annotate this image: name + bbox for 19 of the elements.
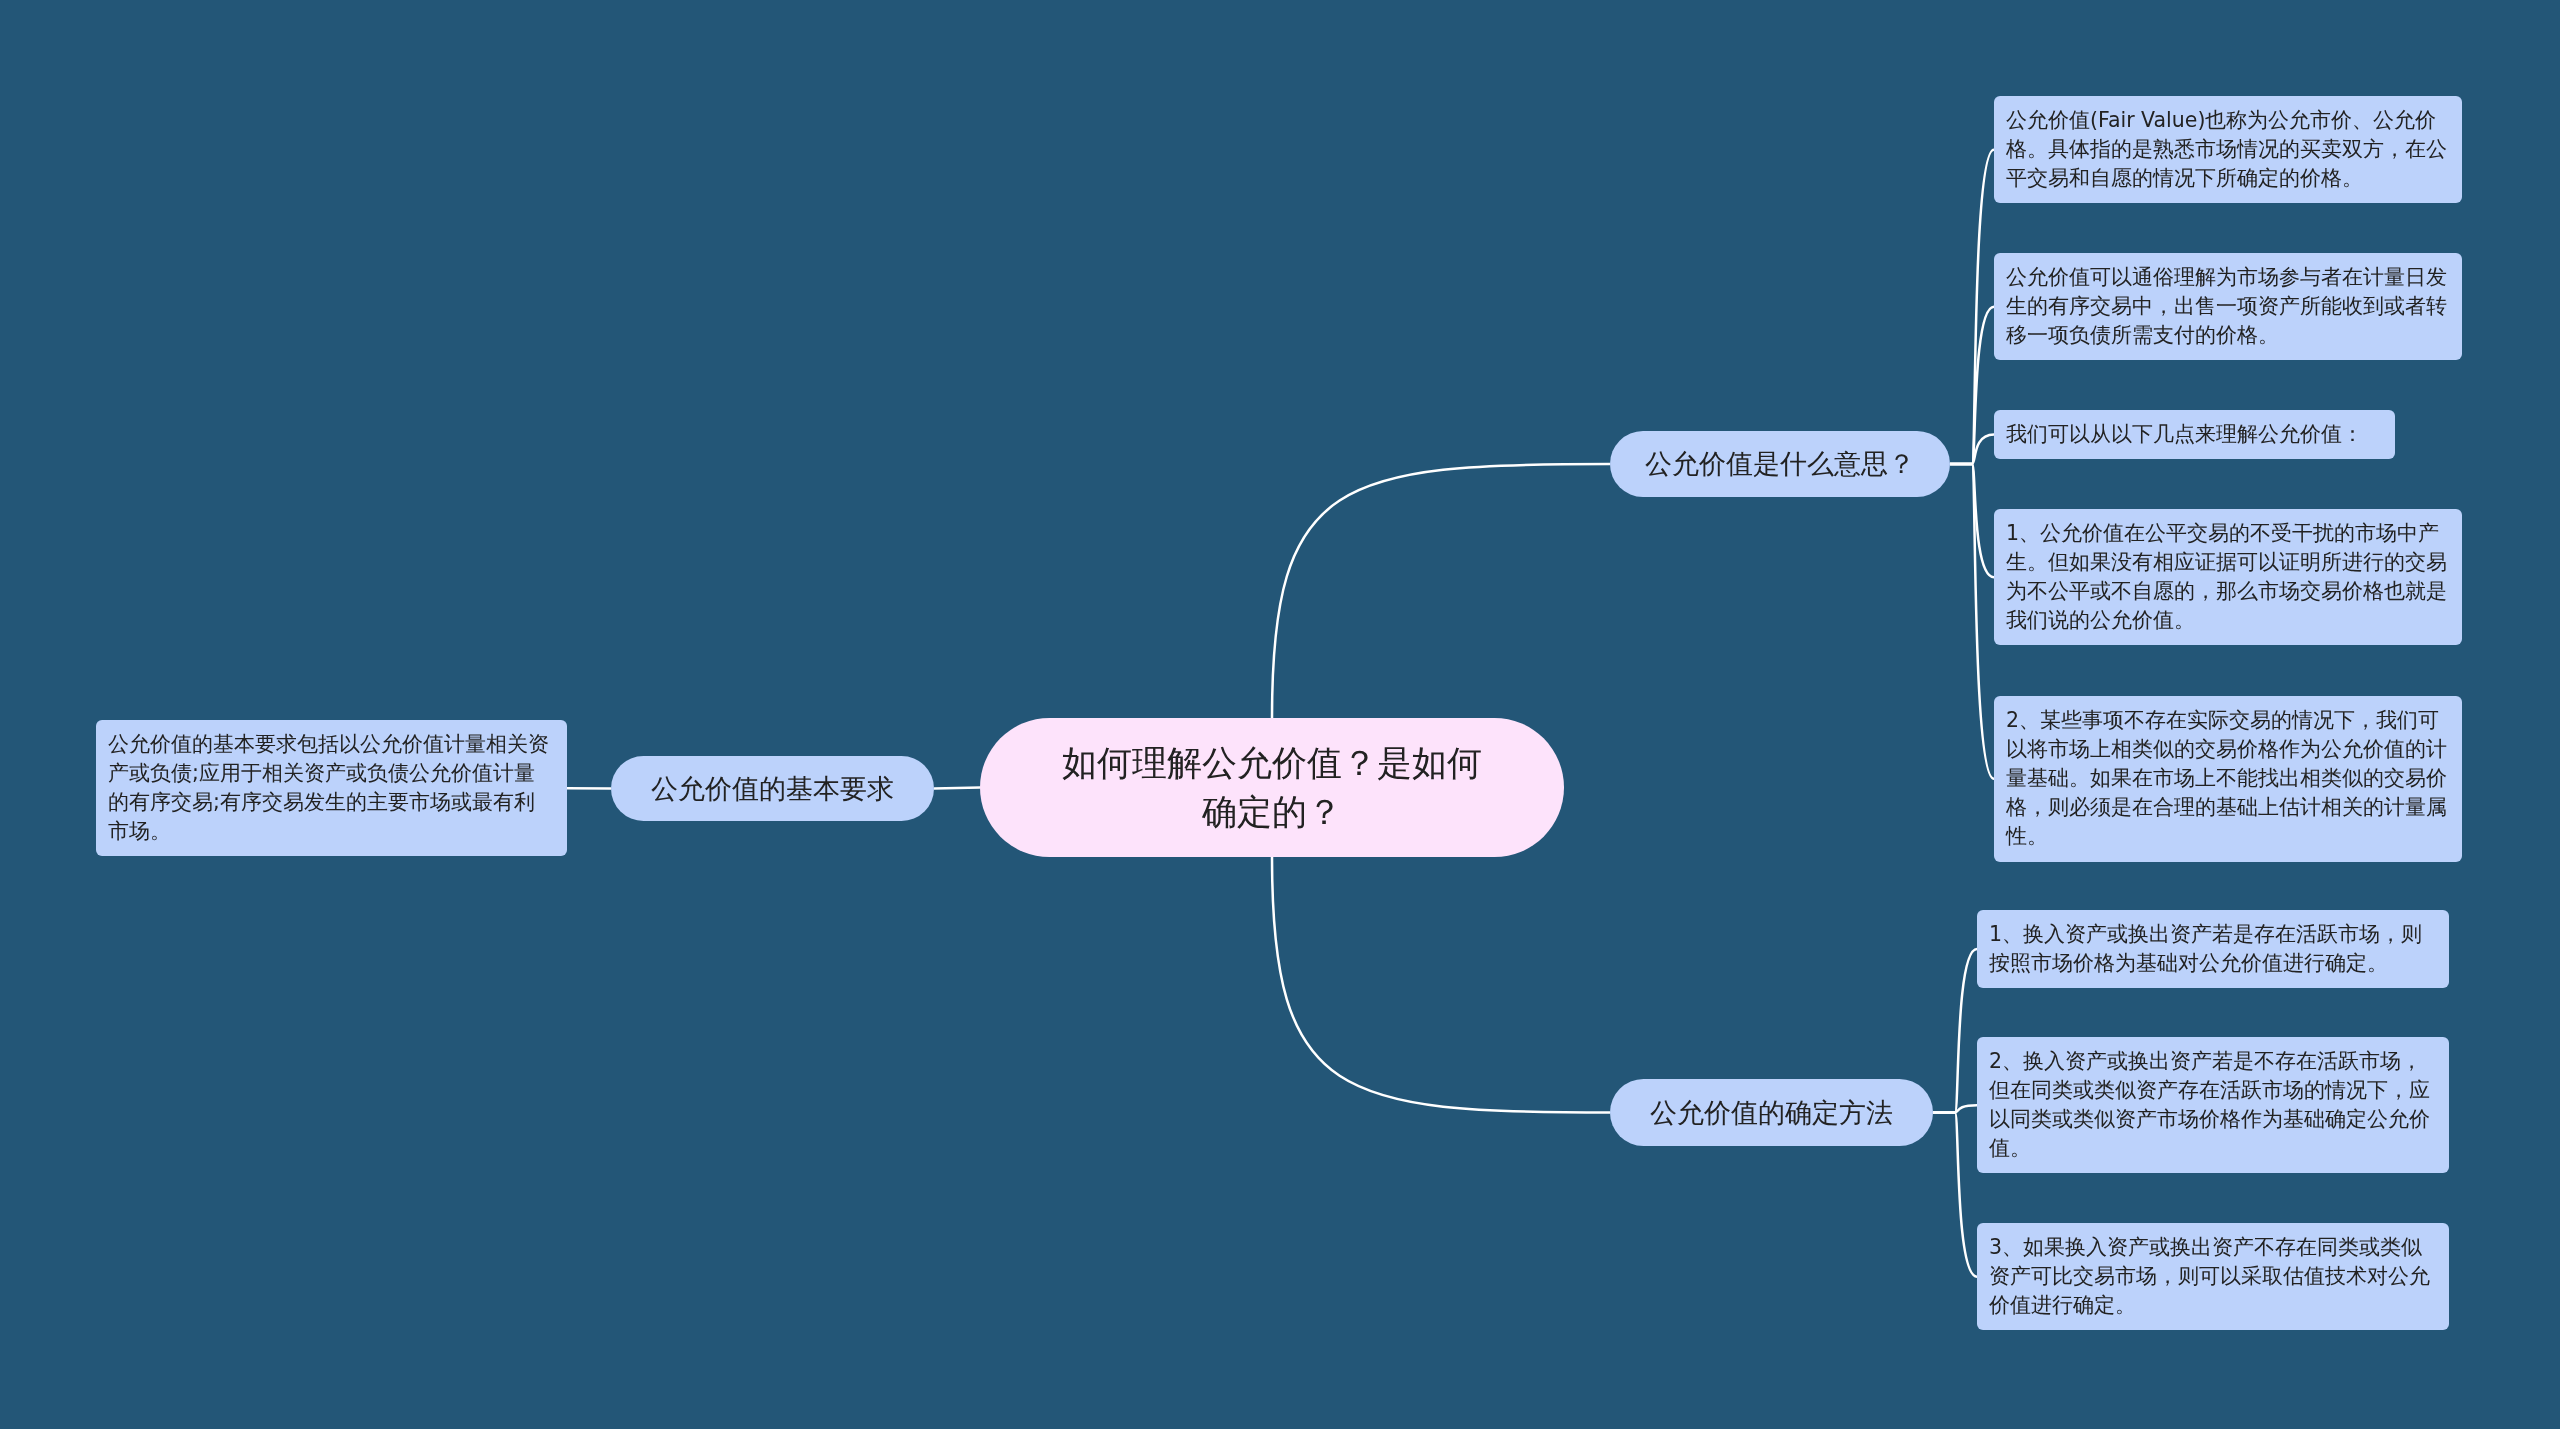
note-card: 我们可以从以下几点来理解公允价值： <box>1994 410 2395 460</box>
connector-line <box>1270 856 1610 1114</box>
note-card: 1、换入资产或换出资产若是存在活跃市场，则按照市场价格为基础对公允价值进行确定。 <box>1977 910 2449 989</box>
topic-node: 公允价值的确定方法 <box>1610 1079 1933 1146</box>
note-card: 2、某些事项不存在实际交易的情况下，我们可以将市场上相类似的交易价格作为公允价值的计量基础。如果在市场上不能找出相类似的交易价格，则必须是在合理的基础上估计相关的计量属性。 <box>1994 696 2462 862</box>
connector-line <box>1933 1111 1978 1278</box>
connector-line <box>1950 462 1995 780</box>
topic-node: 公允价值的基本要求 <box>611 756 934 821</box>
note-card: 2、换入资产或换出资产若是不存在活跃市场，但在同类或类似资产存在活跃市场的情况下，应以同类或类似资产市场价格作为基础确定公允价值。 <box>1977 1037 2449 1174</box>
note-card: 公允价值的基本要求包括以公允价值计量相关资产或负债;应用于相关资产或负债公允价值计量的有序交易;有序交易发生的主要市场或最有利市场。 <box>96 720 567 857</box>
connector-line <box>1270 462 1610 719</box>
connector-line <box>567 786 611 790</box>
central-topic: 如何理解公允价值？是如何确定的？ <box>980 718 1564 857</box>
connector-line <box>933 786 981 790</box>
note-card: 3、如果换入资产或换出资产不存在同类或类似资产可比交易市场，则可以采取估值技术对公允价值进行确定。 <box>1977 1223 2449 1331</box>
note-card: 公允价值可以通俗理解为市场参与者在计量日发生的有序交易中，出售一项资产所能收到或者转移一项负债所需支付的价格。 <box>1994 253 2462 361</box>
note-card: 公允价值(Fair Value)也称为公允市价、公允价格。具体指的是熟悉市场情况的买卖双方，在公平交易和自愿的情况下所确定的价格。 <box>1994 96 2462 204</box>
note-card: 1、公允价值在公平交易的不受干扰的市场中产生。但如果没有相应证据可以证明所进行的交易为不公平或不自愿的，那么市场交易价格也就是我们说的公允价值。 <box>1994 509 2462 646</box>
topic-node: 公允价值是什么意思？ <box>1610 431 1950 497</box>
